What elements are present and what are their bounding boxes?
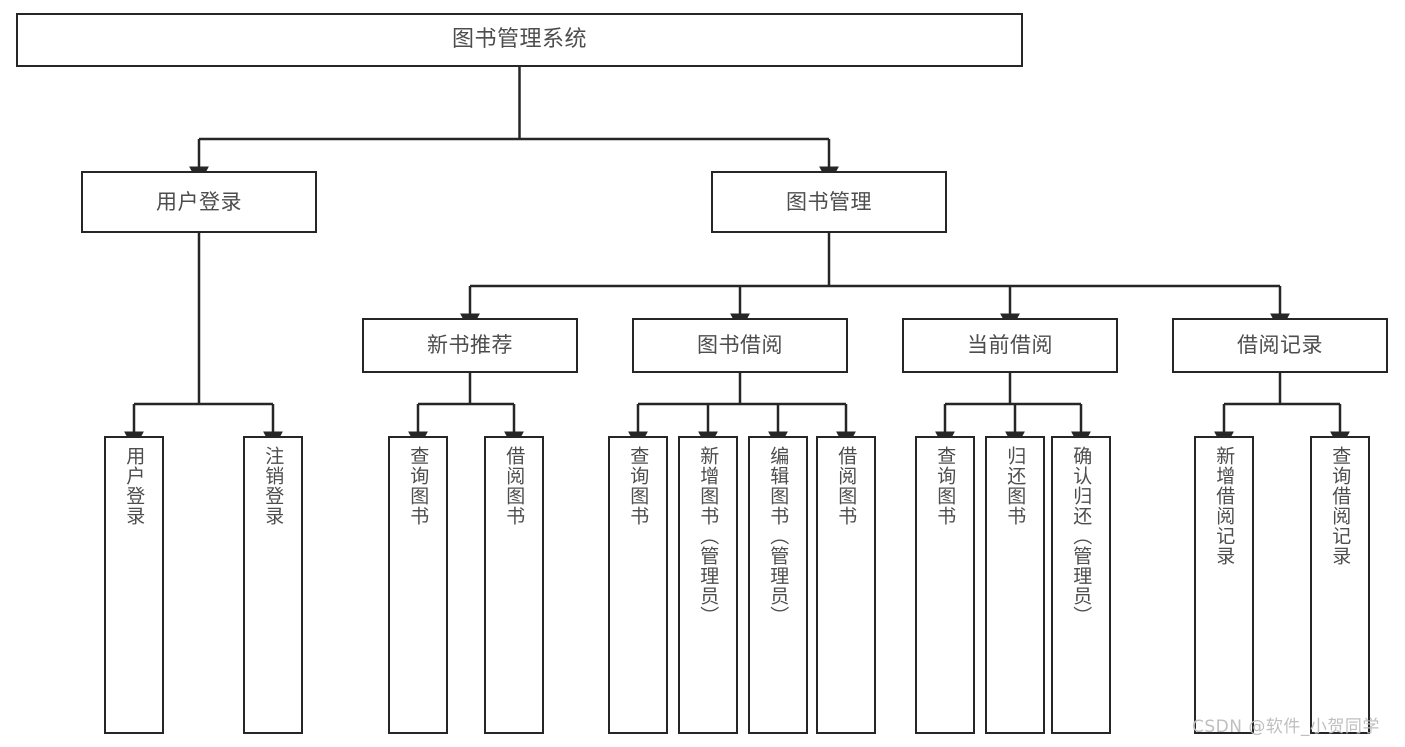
node-label: 图书借阅 [697,333,783,358]
node-leaf-bw-add[interactable]: 新增图书（管理员） [678,436,738,734]
node-label: 归还图书 [1004,446,1027,526]
node-leaf-rc-add[interactable]: 新增借阅记录 [1194,436,1254,734]
node-label: 借阅记录 [1237,333,1323,358]
node-label: 查询借阅记录 [1329,446,1352,566]
edge-layer [124,67,1350,450]
node-label: 查询图书 [407,446,430,526]
node-leaf-nb-query[interactable]: 查询图书 [388,436,448,734]
node-label: 新增图书（管理员） [697,446,720,626]
node-leaf-bw-query[interactable]: 查询图书 [608,436,668,734]
node-leaf-cr-query[interactable]: 查询图书 [915,436,975,734]
node-newbook[interactable]: 新书推荐 [362,318,578,373]
node-leaf-logout[interactable]: 注销登录 [243,436,303,734]
node-leaf-cr-confirm[interactable]: 确认归还（管理员） [1051,436,1111,734]
node-label: 查询图书 [934,446,957,526]
node-login[interactable]: 用户登录 [81,171,317,233]
node-label: 用户登录 [156,189,242,214]
node-label: 当前借阅 [967,333,1053,358]
node-leaf-nb-borrow[interactable]: 借阅图书 [484,436,544,734]
node-borrow[interactable]: 图书借阅 [632,318,848,373]
node-label: 用户登录 [123,446,146,526]
node-label: 确认归还（管理员） [1070,446,1093,626]
node-leaf-bw-lend[interactable]: 借阅图书 [816,436,876,734]
node-current[interactable]: 当前借阅 [902,318,1118,373]
node-records[interactable]: 借阅记录 [1172,318,1388,373]
node-label: 新书推荐 [427,333,513,358]
node-label: 注销登录 [262,446,285,526]
watermark-text: CSDN @软件_小贺同学 [1192,717,1380,737]
node-leaf-login[interactable]: 用户登录 [104,436,164,734]
node-root[interactable]: 图书管理系统 [16,13,1023,67]
node-bookmgmt[interactable]: 图书管理 [711,171,947,233]
node-label: 新增借阅记录 [1213,446,1236,566]
node-label: 编辑图书（管理员） [767,446,790,626]
node-leaf-rc-query[interactable]: 查询借阅记录 [1310,436,1370,734]
node-label: 借阅图书 [835,446,858,526]
node-label: 图书管理 [786,189,872,214]
node-leaf-cr-return[interactable]: 归还图书 [985,436,1045,734]
node-label: 图书管理系统 [451,27,587,53]
node-label: 借阅图书 [503,446,526,526]
node-label: 查询图书 [627,446,650,526]
node-leaf-bw-edit[interactable]: 编辑图书（管理员） [748,436,808,734]
